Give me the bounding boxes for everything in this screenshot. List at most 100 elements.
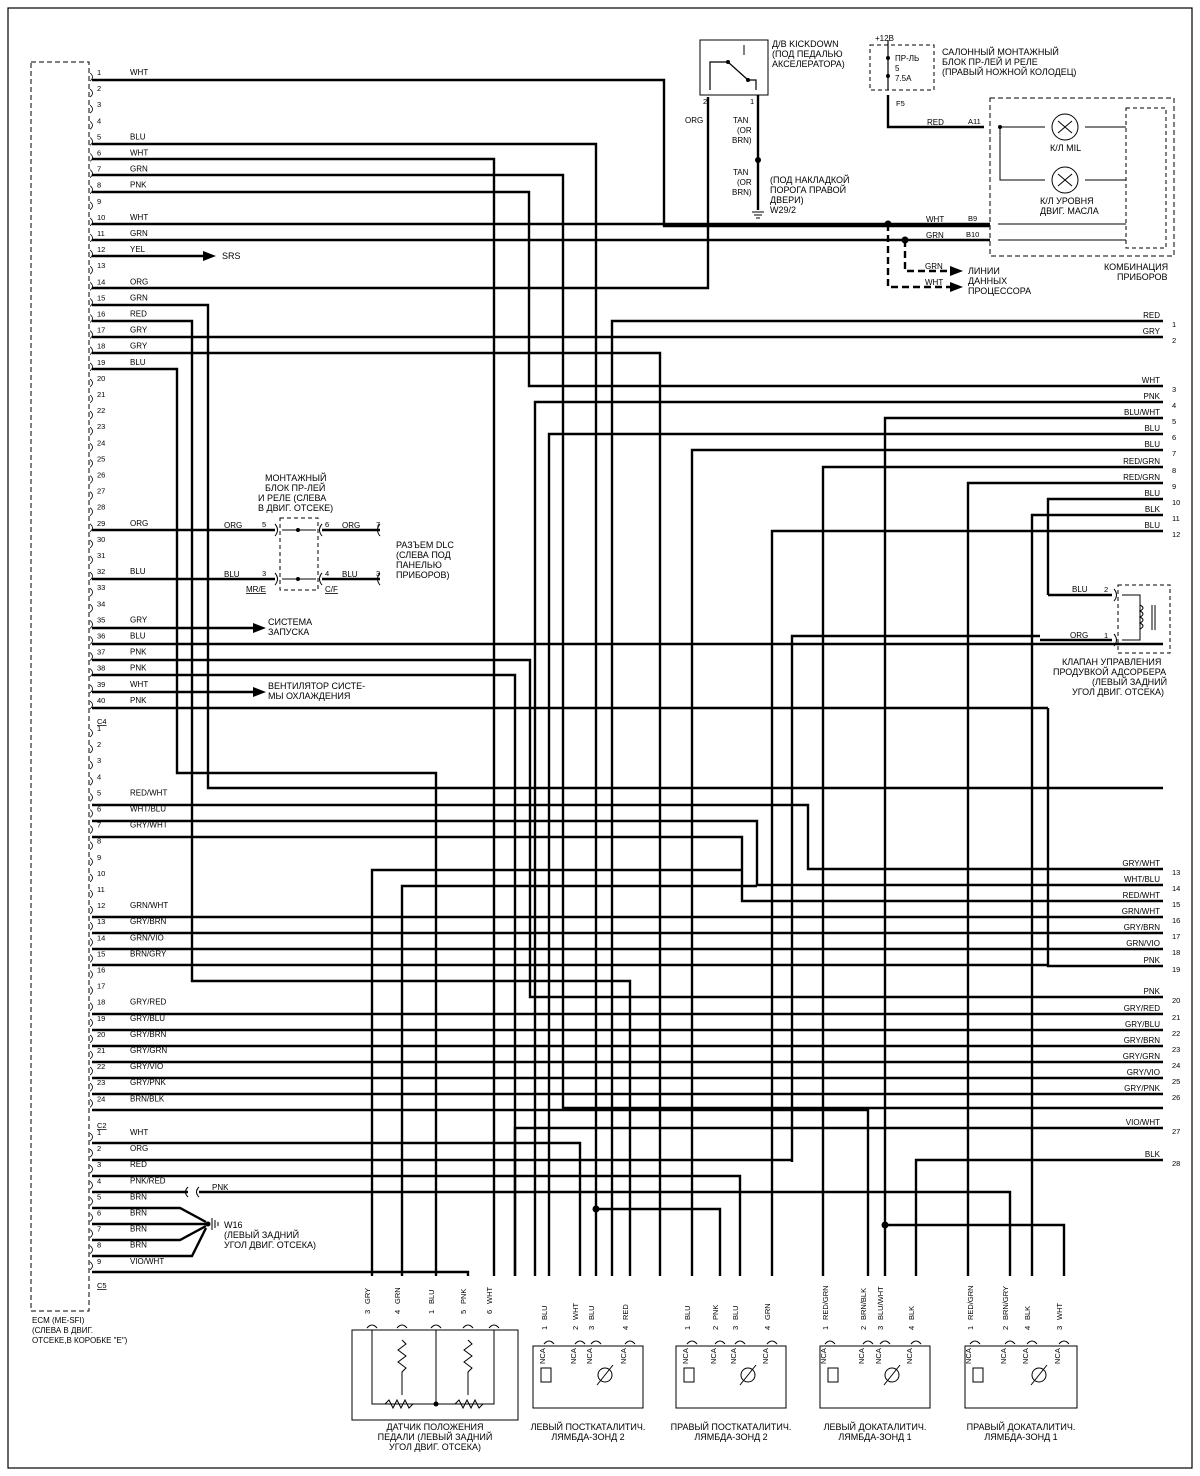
- sensor-box: [351, 1329, 519, 1421]
- ecm-pin-terminal: [89, 793, 93, 802]
- sensor-label: УГОЛ ДВИГ. ОТСЕКА): [389, 1442, 481, 1452]
- bus-terminal-number: 26: [1172, 1093, 1180, 1102]
- kickdown-pin-right: 1: [750, 97, 754, 106]
- sensor-pin-code: NCA: [681, 1348, 690, 1364]
- data-line-arrow-1: [950, 266, 963, 276]
- ecm-pin-terminal: [89, 1066, 93, 1076]
- ecm-pin-terminal: [89, 1002, 93, 1012]
- ecm-pin-number: 1: [97, 68, 101, 77]
- sensor-pin-terminal: [714, 1340, 726, 1345]
- sensor-pin-terminal: [462, 1324, 474, 1329]
- ecm-pin-terminal: [89, 298, 93, 307]
- ecm-pin-terminal: [89, 986, 93, 995]
- ecm-pin-terminal: [89, 1148, 93, 1158]
- wire-trace: [790, 634, 1040, 1162]
- purge-wire-1: ORG: [1070, 631, 1088, 640]
- wire-trace: [92, 157, 496, 1276]
- wire-trace: [966, 481, 1163, 1276]
- dlc-label-3: ПАНЕЛЬЮ: [396, 560, 442, 570]
- kickdown-tan-1c: BRN): [732, 136, 752, 145]
- bus-wire-color: GRY/RED: [1124, 1004, 1161, 1013]
- sensor-pin-number: 3: [587, 1326, 596, 1330]
- sensor-element: [596, 1364, 614, 1386]
- sensor-element: [884, 1367, 900, 1383]
- wire-trace: [1046, 497, 1163, 595]
- sensor-pin-code: NCA: [619, 1348, 628, 1364]
- ecm-pin-terminal: [89, 378, 93, 388]
- ecm-pin-wire-color: GRY/RED: [130, 998, 167, 1007]
- bus-wire-color: RED/WHT: [1123, 891, 1160, 900]
- wire-trace: [885, 1223, 1066, 1276]
- wire-trace: [92, 803, 1163, 871]
- sensor-pin-terminal: [488, 1324, 500, 1329]
- ecm-pin-terminal: [89, 523, 93, 533]
- ecm-pin-number: 28: [97, 503, 105, 512]
- ecm-connector-name: C2: [97, 1121, 107, 1130]
- sensor: 1RED/GRNNCA2BRN/GRYNCA4BLKNCA3WHTNCAПРАВ…: [964, 1285, 1078, 1442]
- wire-trace: [400, 884, 757, 1276]
- sensor-pin-terminal: [910, 1340, 922, 1345]
- kickdown-ground-1: (ПОД НАКЛАДКОЙ: [770, 174, 850, 185]
- ecm-pin-number: 15: [97, 949, 105, 958]
- wire-trace: [1030, 513, 1163, 1276]
- bus-terminal-number: 19: [1172, 965, 1180, 974]
- wire-trace: [92, 1206, 207, 1224]
- sensor-pin-terminal: [624, 1340, 636, 1345]
- ecm-pin-terminal: [89, 954, 93, 963]
- sensor-pin-terminal: [1058, 1340, 1070, 1345]
- ecm-pin-number: 18: [97, 342, 105, 351]
- ecm-pin-wire-color: WHT: [130, 149, 148, 158]
- ecm-pin-number: 29: [97, 519, 105, 528]
- data-line-wire-wht: WHT: [925, 278, 943, 287]
- sensor-pin-terminal: [1026, 1340, 1038, 1345]
- sensor-box: [819, 1345, 931, 1409]
- cluster-box: [989, 97, 1175, 257]
- ecm-pin-terminal: [89, 72, 93, 82]
- sensor-pin-terminal: [430, 1324, 442, 1329]
- sensor-pin-wire: BLU: [427, 1289, 436, 1304]
- ecm-pin-terminal: [89, 1213, 93, 1222]
- ecm-pin-wire-color: GRY/GRN: [130, 1046, 167, 1055]
- bus-terminal-number: 9: [1172, 482, 1176, 491]
- cluster-label-2: ПРИБОРОВ: [1117, 272, 1168, 282]
- ecm-pin-wire-color: GRN: [130, 293, 148, 302]
- kickdown-tan-2b: (OR: [737, 178, 752, 187]
- relay-wire-top-left: ORG: [224, 521, 242, 530]
- ecm-pin-number: 19: [97, 358, 105, 367]
- sensor-pin-wire: PNK: [711, 1305, 720, 1320]
- sensor-pin-number: 1: [966, 1326, 975, 1330]
- ecm-pin-number: 9: [97, 197, 101, 206]
- ecm-pin-terminal: [89, 700, 93, 710]
- ecm-pin-number: 13: [97, 261, 105, 270]
- sensor: 1RED/GRNNCA2BRN/BLKNCA3BLU/WHTNCA4BLKNCA…: [819, 1285, 931, 1442]
- sensor-pin-number: 3: [876, 1326, 885, 1330]
- ecm-pin-terminal: [89, 1098, 93, 1108]
- sensor-resistor: [463, 1339, 473, 1395]
- bus-terminal-number: 17: [1172, 932, 1180, 941]
- ecm-pin-terminal: [89, 652, 93, 661]
- ecm-pin-wire-color: PNK: [130, 696, 147, 705]
- ecm-pin-terminal: [89, 394, 93, 404]
- ecm-pin-number: 16: [97, 966, 105, 975]
- ecm-pin-number: 14: [97, 933, 105, 942]
- sensor-pin-wire: BLU/WHT: [876, 1286, 885, 1320]
- sensor-pin-number: 5: [459, 1310, 468, 1314]
- ecm-pin-number: 40: [97, 696, 105, 705]
- sensor-label: ПРАВЫЙ ДОКАТАЛИТИЧ.: [967, 1421, 1076, 1432]
- relay-block-box: [279, 517, 319, 591]
- ecm-pin-terminal: [89, 620, 93, 629]
- bus-terminal-number: 5: [1172, 417, 1176, 426]
- wire-trace: [883, 416, 1163, 1209]
- ecm-pin-number: 10: [97, 213, 105, 222]
- ecm-pin-terminal: [89, 857, 93, 867]
- bus-terminal-number: 4: [1172, 401, 1176, 410]
- sensor-pin-number: 4: [907, 1326, 916, 1330]
- ecm-pin-number: 16: [97, 310, 105, 319]
- sensor-element: [1031, 1367, 1047, 1383]
- sensor-pin-wire: BLU: [587, 1305, 596, 1320]
- data-lines-label-1: ЛИНИИ: [968, 266, 1000, 276]
- sensor-pin-terminal: [734, 1340, 746, 1345]
- fuse-line-2: 5: [895, 64, 900, 73]
